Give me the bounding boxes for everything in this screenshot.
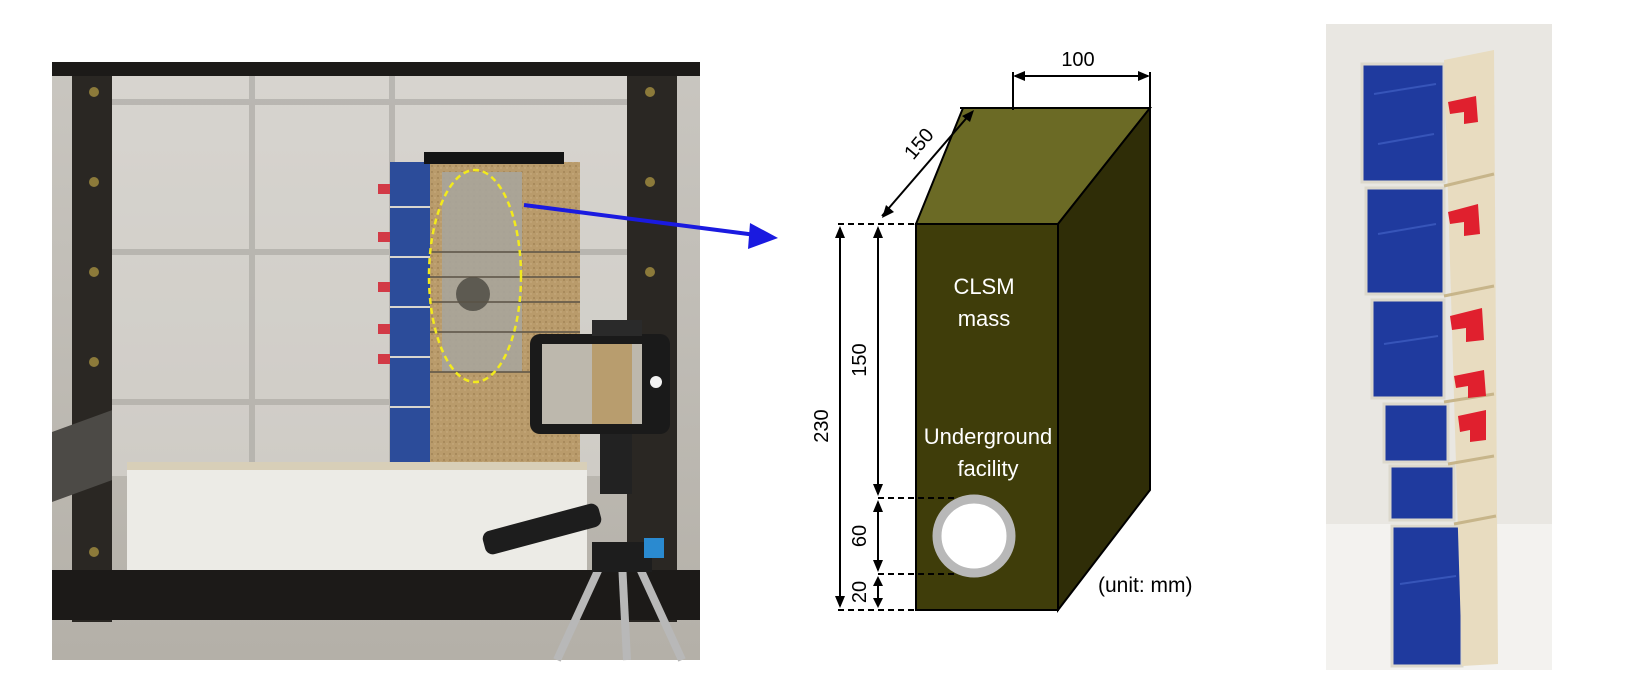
dim-bottom-height-label: 20 bbox=[849, 581, 871, 603]
block-stack-drawing bbox=[1326, 24, 1552, 670]
block-stack-photo bbox=[1326, 24, 1552, 670]
tank-photo bbox=[52, 62, 700, 662]
facility-label-line2: facility bbox=[957, 456, 1018, 481]
dim-top-height-label: 150 bbox=[849, 343, 871, 376]
facility-circle bbox=[932, 494, 1016, 578]
tank-photo-drawing bbox=[52, 62, 700, 662]
dim-width-label: 100 bbox=[1061, 49, 1094, 71]
unit-label: (unit: mm) bbox=[1098, 574, 1193, 597]
dim-facility-height-label: 60 bbox=[849, 525, 871, 547]
clsm-diagram: 100 150 230 150 60 20 CLSM mass Undergro… bbox=[811, 49, 1193, 613]
dim-total-height-label: 230 bbox=[811, 409, 833, 442]
connector-arrow bbox=[523, 203, 778, 249]
mass-label-line1: CLSM bbox=[953, 274, 1014, 299]
facility-label-line1: Underground bbox=[924, 424, 1052, 449]
mass-label-line2: mass bbox=[958, 306, 1011, 331]
callout-ellipse bbox=[427, 168, 523, 384]
